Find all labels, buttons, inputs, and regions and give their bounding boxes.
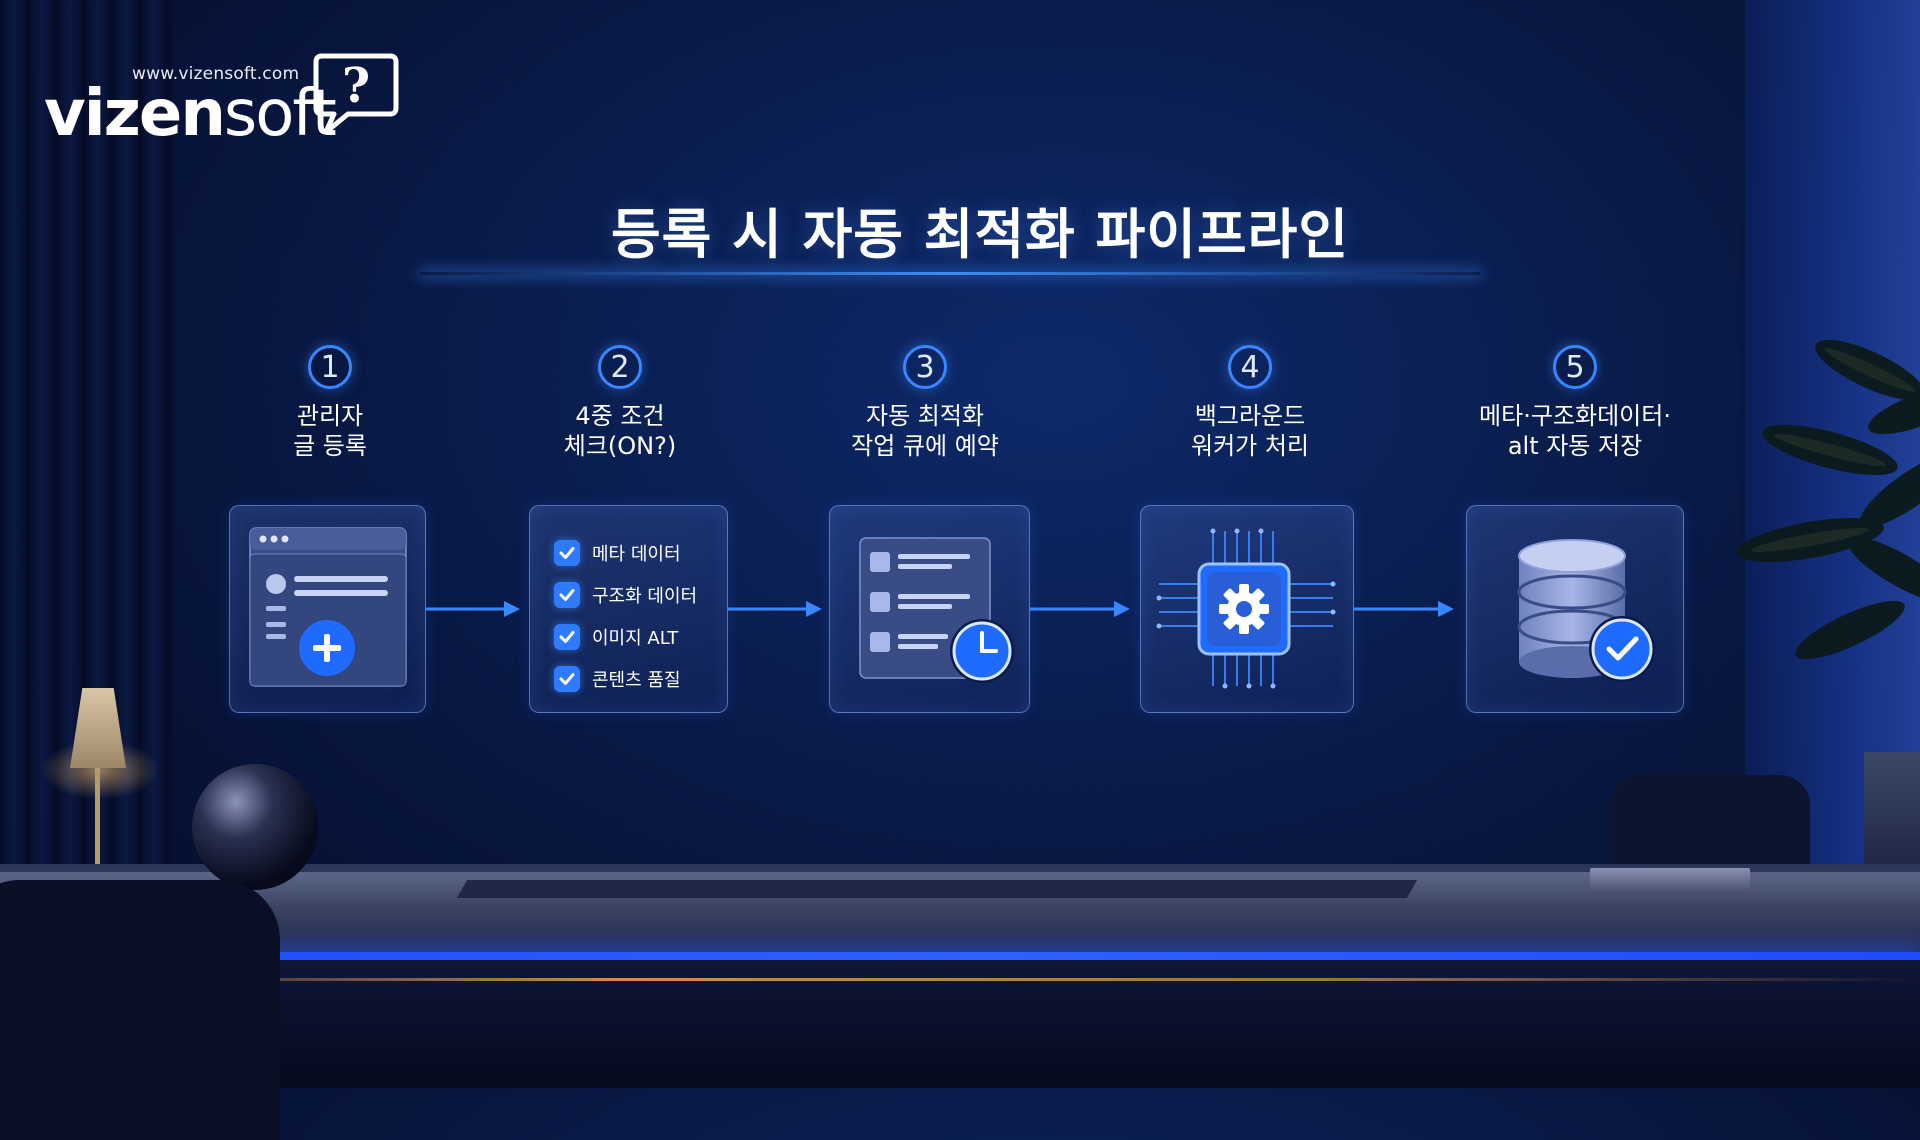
- queue-clock-icon: [859, 537, 1014, 683]
- step-number: 4: [1228, 345, 1272, 389]
- decor-sphere: [192, 764, 318, 890]
- chair-left: [0, 880, 280, 1140]
- check-icon: [554, 582, 580, 608]
- arrow-right-icon: [1354, 601, 1454, 617]
- step-card-2: 메타 데이터 구조화 데이터 이미지 ALT 콘텐츠 품질: [529, 505, 728, 713]
- desk-mat: [456, 880, 1418, 898]
- bubble-glyph: ?: [342, 58, 370, 114]
- step-2: 2 4중 조건 체크(ON?): [545, 345, 695, 461]
- arrow-right-icon: [1030, 601, 1130, 617]
- step-1: 1 관리자 글 등록: [270, 345, 390, 461]
- brand-wordmark: vizensoft: [44, 82, 337, 146]
- check-icon: [554, 540, 580, 566]
- desk-book: [1590, 868, 1750, 892]
- step-label: 백그라운드 워커가 처리: [1190, 402, 1310, 460]
- step-label: 자동 최적화 작업 큐에 예약: [851, 402, 999, 460]
- checklist-item-label: 메타 데이터: [592, 544, 681, 565]
- checklist-item: 콘텐츠 품질: [554, 664, 697, 694]
- desk-led-strip: [60, 952, 1920, 960]
- brand-logo: www.vizensoft.com vizensoft ?: [44, 48, 404, 148]
- title-underline-glow: [420, 272, 1480, 275]
- step-card-5: [1466, 505, 1684, 713]
- plant-pot: [1864, 752, 1920, 882]
- brand-url: www.vizensoft.com: [132, 64, 300, 84]
- checklist-item-label: 구조화 데이터: [592, 586, 698, 607]
- arrow-right-icon: [728, 601, 822, 617]
- plant-decoration: [1736, 340, 1920, 660]
- post-window-add-icon: [249, 527, 407, 687]
- step-number: 2: [598, 345, 642, 389]
- step-number: 1: [308, 345, 352, 389]
- check-icon: [554, 624, 580, 650]
- page-title: 등록 시 자동 최적화 파이프라인: [610, 203, 1350, 266]
- step-3: 3 자동 최적화 작업 큐에 예약: [835, 345, 1015, 461]
- checklist-item-label: 콘텐츠 품질: [592, 670, 681, 691]
- step-label: 관리자 글 등록: [293, 402, 367, 460]
- checklist-item: 이미지 ALT: [554, 622, 697, 652]
- checklist-item-label: 이미지 ALT: [592, 628, 679, 649]
- step-number: 3: [903, 345, 947, 389]
- step-4: 4 백그라운드 워커가 처리: [1175, 345, 1325, 461]
- step-card-4: [1140, 505, 1354, 713]
- step-card-3: [829, 505, 1030, 713]
- database-check-icon: [1517, 539, 1655, 682]
- step-label: 4중 조건 체크(ON?): [563, 402, 677, 460]
- speech-bubble-question-icon: ?: [313, 53, 399, 135]
- brand-name-bold: vizen: [44, 77, 226, 151]
- step-card-1: [229, 505, 426, 713]
- desk-front: [0, 960, 1920, 1088]
- checklist-item: 메타 데이터: [554, 538, 697, 568]
- arrow-right-icon: [426, 601, 520, 617]
- processor-gear-icon: [1156, 528, 1336, 689]
- step-5: 5 메타·구조화데이터· alt 자동 저장: [1465, 345, 1685, 461]
- lamp-pole: [95, 768, 100, 874]
- step-number: 5: [1553, 345, 1597, 389]
- checklist: 메타 데이터 구조화 데이터 이미지 ALT 콘텐츠 품질: [554, 538, 697, 706]
- checklist-item: 구조화 데이터: [554, 580, 697, 610]
- check-icon: [554, 666, 580, 692]
- desk-amber-light: [60, 978, 1920, 981]
- step-label: 메타·구조화데이터· alt 자동 저장: [1479, 402, 1671, 460]
- background-wall-edge: [1741, 0, 1745, 870]
